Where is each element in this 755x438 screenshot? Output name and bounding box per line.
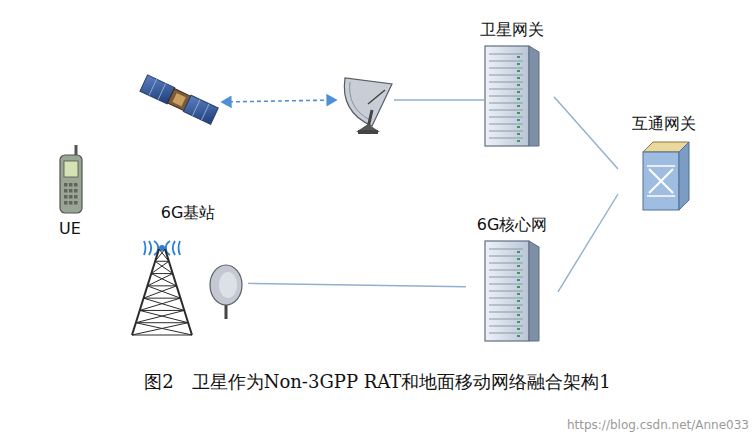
interworking-gateway-icon [637,138,691,214]
link-line [248,283,466,286]
ground-dish-icon [344,78,392,134]
node-label: 互通网关 [618,114,710,134]
satellite-gateway: 卫星网关 [470,20,554,148]
node-label: 6G核心网 [466,215,558,235]
satellite-icon [140,75,218,124]
figure-caption: 图2 卫星作为Non-3GPP RAT和地面移动网络融合架构1 [0,370,755,394]
link-line [558,194,618,292]
dish-to-gateway-wire [394,99,484,100]
core-network-icon [483,239,541,343]
satellite-link [222,100,336,102]
ue-device-icon [40,143,100,215]
core-network: 6G核心网 [466,215,558,343]
watermark: https://blog.csdn.net/Anne033 [567,418,749,432]
node-label: 6G基站 [128,203,248,223]
node-label: 卫星网关 [470,20,554,40]
interworking-gateway: 互通网关 [618,114,710,214]
base-station: 6G基站 [128,203,248,337]
base-station-icon [128,227,248,337]
ue-device: UE [40,143,100,239]
link-line [554,97,618,169]
node-label: UE [40,219,100,239]
satellite-gateway-icon [483,44,541,148]
